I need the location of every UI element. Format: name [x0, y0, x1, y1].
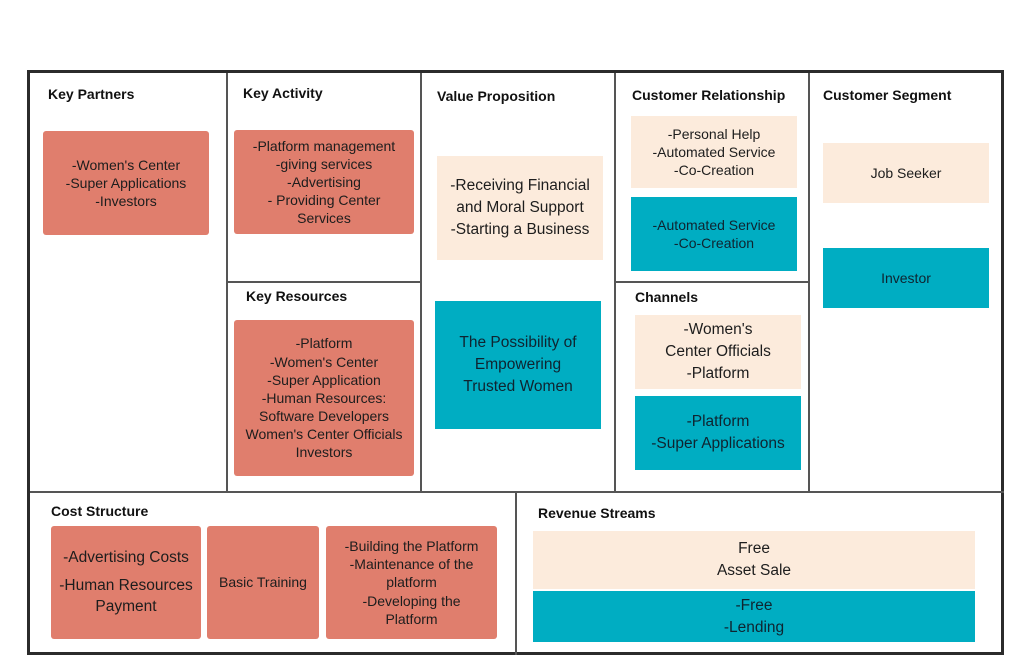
note-line: -Personal Help — [667, 125, 761, 142]
channels-title: Channels — [635, 289, 699, 305]
note-line: Women's Center Officials — [245, 426, 403, 443]
customer-segment-note-investor: Investor — [823, 248, 989, 308]
note-line: -Advertising — [287, 173, 361, 190]
channels-note-officials: -Women's Center Officials -Platform — [635, 315, 801, 389]
note-line: -Platform — [686, 364, 750, 382]
business-model-canvas: Key Partners -Women's Center -Super Appl… — [27, 70, 1004, 655]
note-line: Investor — [881, 269, 931, 286]
customer-segment-title: Customer Segment — [823, 87, 952, 103]
divider-cost-revenue — [515, 491, 517, 655]
divider-top-bottom — [30, 491, 1004, 493]
cost-structure-title: Cost Structure — [51, 503, 149, 519]
note-line: -Human Resources: — [261, 389, 387, 406]
cost-structure-note-platform: -Building the Platform -Maintenance of t… — [326, 526, 497, 639]
divider-activity-value — [420, 73, 422, 492]
divider-value-relationship — [614, 73, 616, 492]
note-line: -Maintenance of the — [349, 556, 474, 573]
note-line: -Automated Service — [652, 216, 776, 233]
channels-note-platform: -Platform -Super Applications — [635, 396, 801, 470]
divider-relationship-segment — [808, 73, 810, 492]
note-line: -giving services — [275, 155, 373, 172]
note-line: Payment — [95, 598, 157, 616]
customer-relationship-note-automated: -Automated Service -Co-Creation — [631, 197, 797, 271]
note-line: -Platform management — [252, 137, 396, 154]
divider-partners-activity — [226, 73, 228, 492]
note-line: -Free — [735, 596, 773, 614]
note-line: -Human Resources — [59, 576, 193, 594]
value-proposition-title: Value Proposition — [437, 88, 556, 104]
key-partners-title: Key Partners — [48, 86, 135, 102]
note-line: Job Seeker — [870, 164, 942, 181]
note-line: -Developing the — [362, 592, 461, 609]
note-line: -Advertising Costs — [63, 548, 189, 566]
note-line: -Starting a Business — [450, 220, 590, 238]
divider-activity-resources — [226, 281, 421, 283]
note-line: -Women's — [683, 321, 753, 339]
note-line: -Automated Service — [652, 143, 776, 160]
note-line: -Super Applications — [651, 435, 785, 452]
note-line: -Women's Center — [269, 353, 379, 370]
note-line: -Super Applications — [65, 174, 187, 191]
note-line: Trusted Women — [463, 377, 573, 395]
revenue-streams-title: Revenue Streams — [538, 505, 656, 521]
note-line: -Platform — [295, 335, 353, 352]
note-line: Software Developers — [259, 408, 389, 425]
note-line: Center Officials — [665, 343, 771, 361]
key-resources-title: Key Resources — [246, 288, 348, 304]
customer-segment-note-job-seeker: Job Seeker — [823, 143, 989, 203]
note-line: -Co-Creation — [673, 235, 755, 251]
key-partners-note: -Women's Center -Super Applications -Inv… — [43, 131, 209, 235]
note-line: -Building the Platform — [344, 538, 479, 555]
key-activity-title: Key Activity — [243, 85, 323, 101]
note-line: Platform — [385, 610, 438, 627]
key-resources-note: -Platform -Women's Center -Super Applica… — [234, 320, 414, 476]
note-line: -Women's Center — [71, 156, 181, 173]
note-line: -Super Application — [267, 371, 381, 388]
note-line: -Receiving Financial — [450, 177, 590, 195]
revenue-streams-note-asset-sale: Free Asset Sale — [533, 531, 975, 589]
note-line: Investors — [295, 444, 353, 461]
note-line: platform — [386, 574, 437, 591]
note-line: -Co-Creation — [673, 162, 755, 179]
note-line: -Platform — [686, 413, 750, 431]
cost-structure-note-advertising: -Advertising Costs -Human Resources Paym… — [51, 526, 201, 639]
note-line: -Investors — [95, 193, 157, 210]
divider-relationship-channels — [614, 281, 809, 283]
note-line: - Providing Center Services — [267, 192, 381, 227]
note-line: Free — [738, 540, 770, 558]
note-line: Empowering — [474, 356, 562, 374]
note-line: The Possibility of — [459, 334, 577, 352]
customer-relationship-note-help: -Personal Help -Automated Service -Co-Cr… — [631, 116, 797, 188]
customer-relationship-title: Customer Relationship — [632, 87, 786, 103]
cost-structure-note-training: Basic Training — [207, 526, 319, 639]
revenue-streams-note-lending: -Free -Lending — [533, 591, 975, 642]
note-line: -Lending — [723, 618, 785, 636]
value-proposition-note-empowering: The Possibility of Empowering Trusted Wo… — [435, 301, 601, 429]
value-proposition-note-support: -Receiving Financial and Moral Support -… — [437, 156, 603, 260]
key-activity-note: -Platform management -giving services -A… — [234, 130, 414, 234]
note-line: Basic Training — [219, 574, 307, 591]
note-line: Asset Sale — [716, 562, 792, 579]
note-line: and Moral Support — [456, 199, 584, 217]
